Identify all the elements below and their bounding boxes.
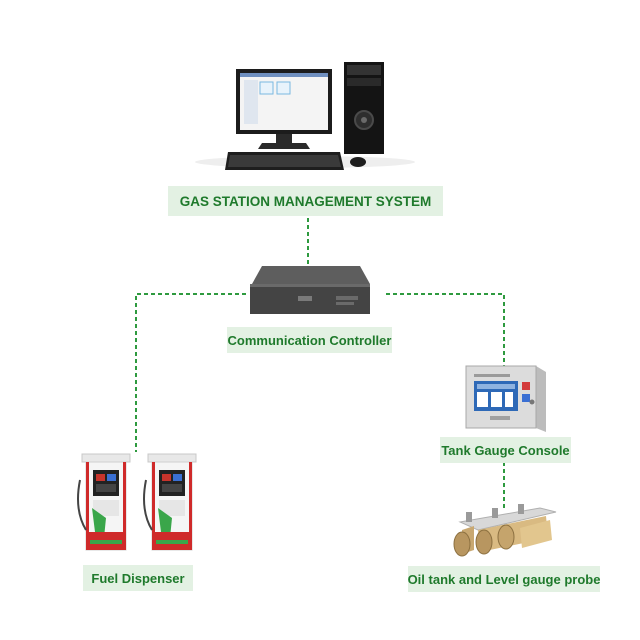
fuel-dispenser-left (77, 453, 131, 551)
tank-gauge-console-label: Tank Gauge Console (440, 437, 571, 463)
mouse (350, 157, 366, 167)
communication-controller-device (250, 266, 370, 314)
fuel-dispenser-right (143, 453, 197, 551)
management-system-label: GAS STATION MANAGEMENT SYSTEM (168, 186, 443, 216)
connector-controller-to-dispenser (135, 293, 246, 452)
communication-controller-label: Communication Controller (227, 327, 392, 353)
connectors (135, 218, 505, 508)
tank-gauge-console-device (465, 365, 546, 432)
oil-tanks-with-probes (453, 504, 557, 557)
pc-tower (344, 62, 384, 154)
computer-workstation (195, 62, 415, 170)
fuel-dispenser-label: Fuel Dispenser (83, 565, 193, 591)
connector-controller-to-tank-console (386, 293, 505, 366)
oil-tank-probe-label: Oil tank and Level gauge probe (408, 566, 600, 592)
